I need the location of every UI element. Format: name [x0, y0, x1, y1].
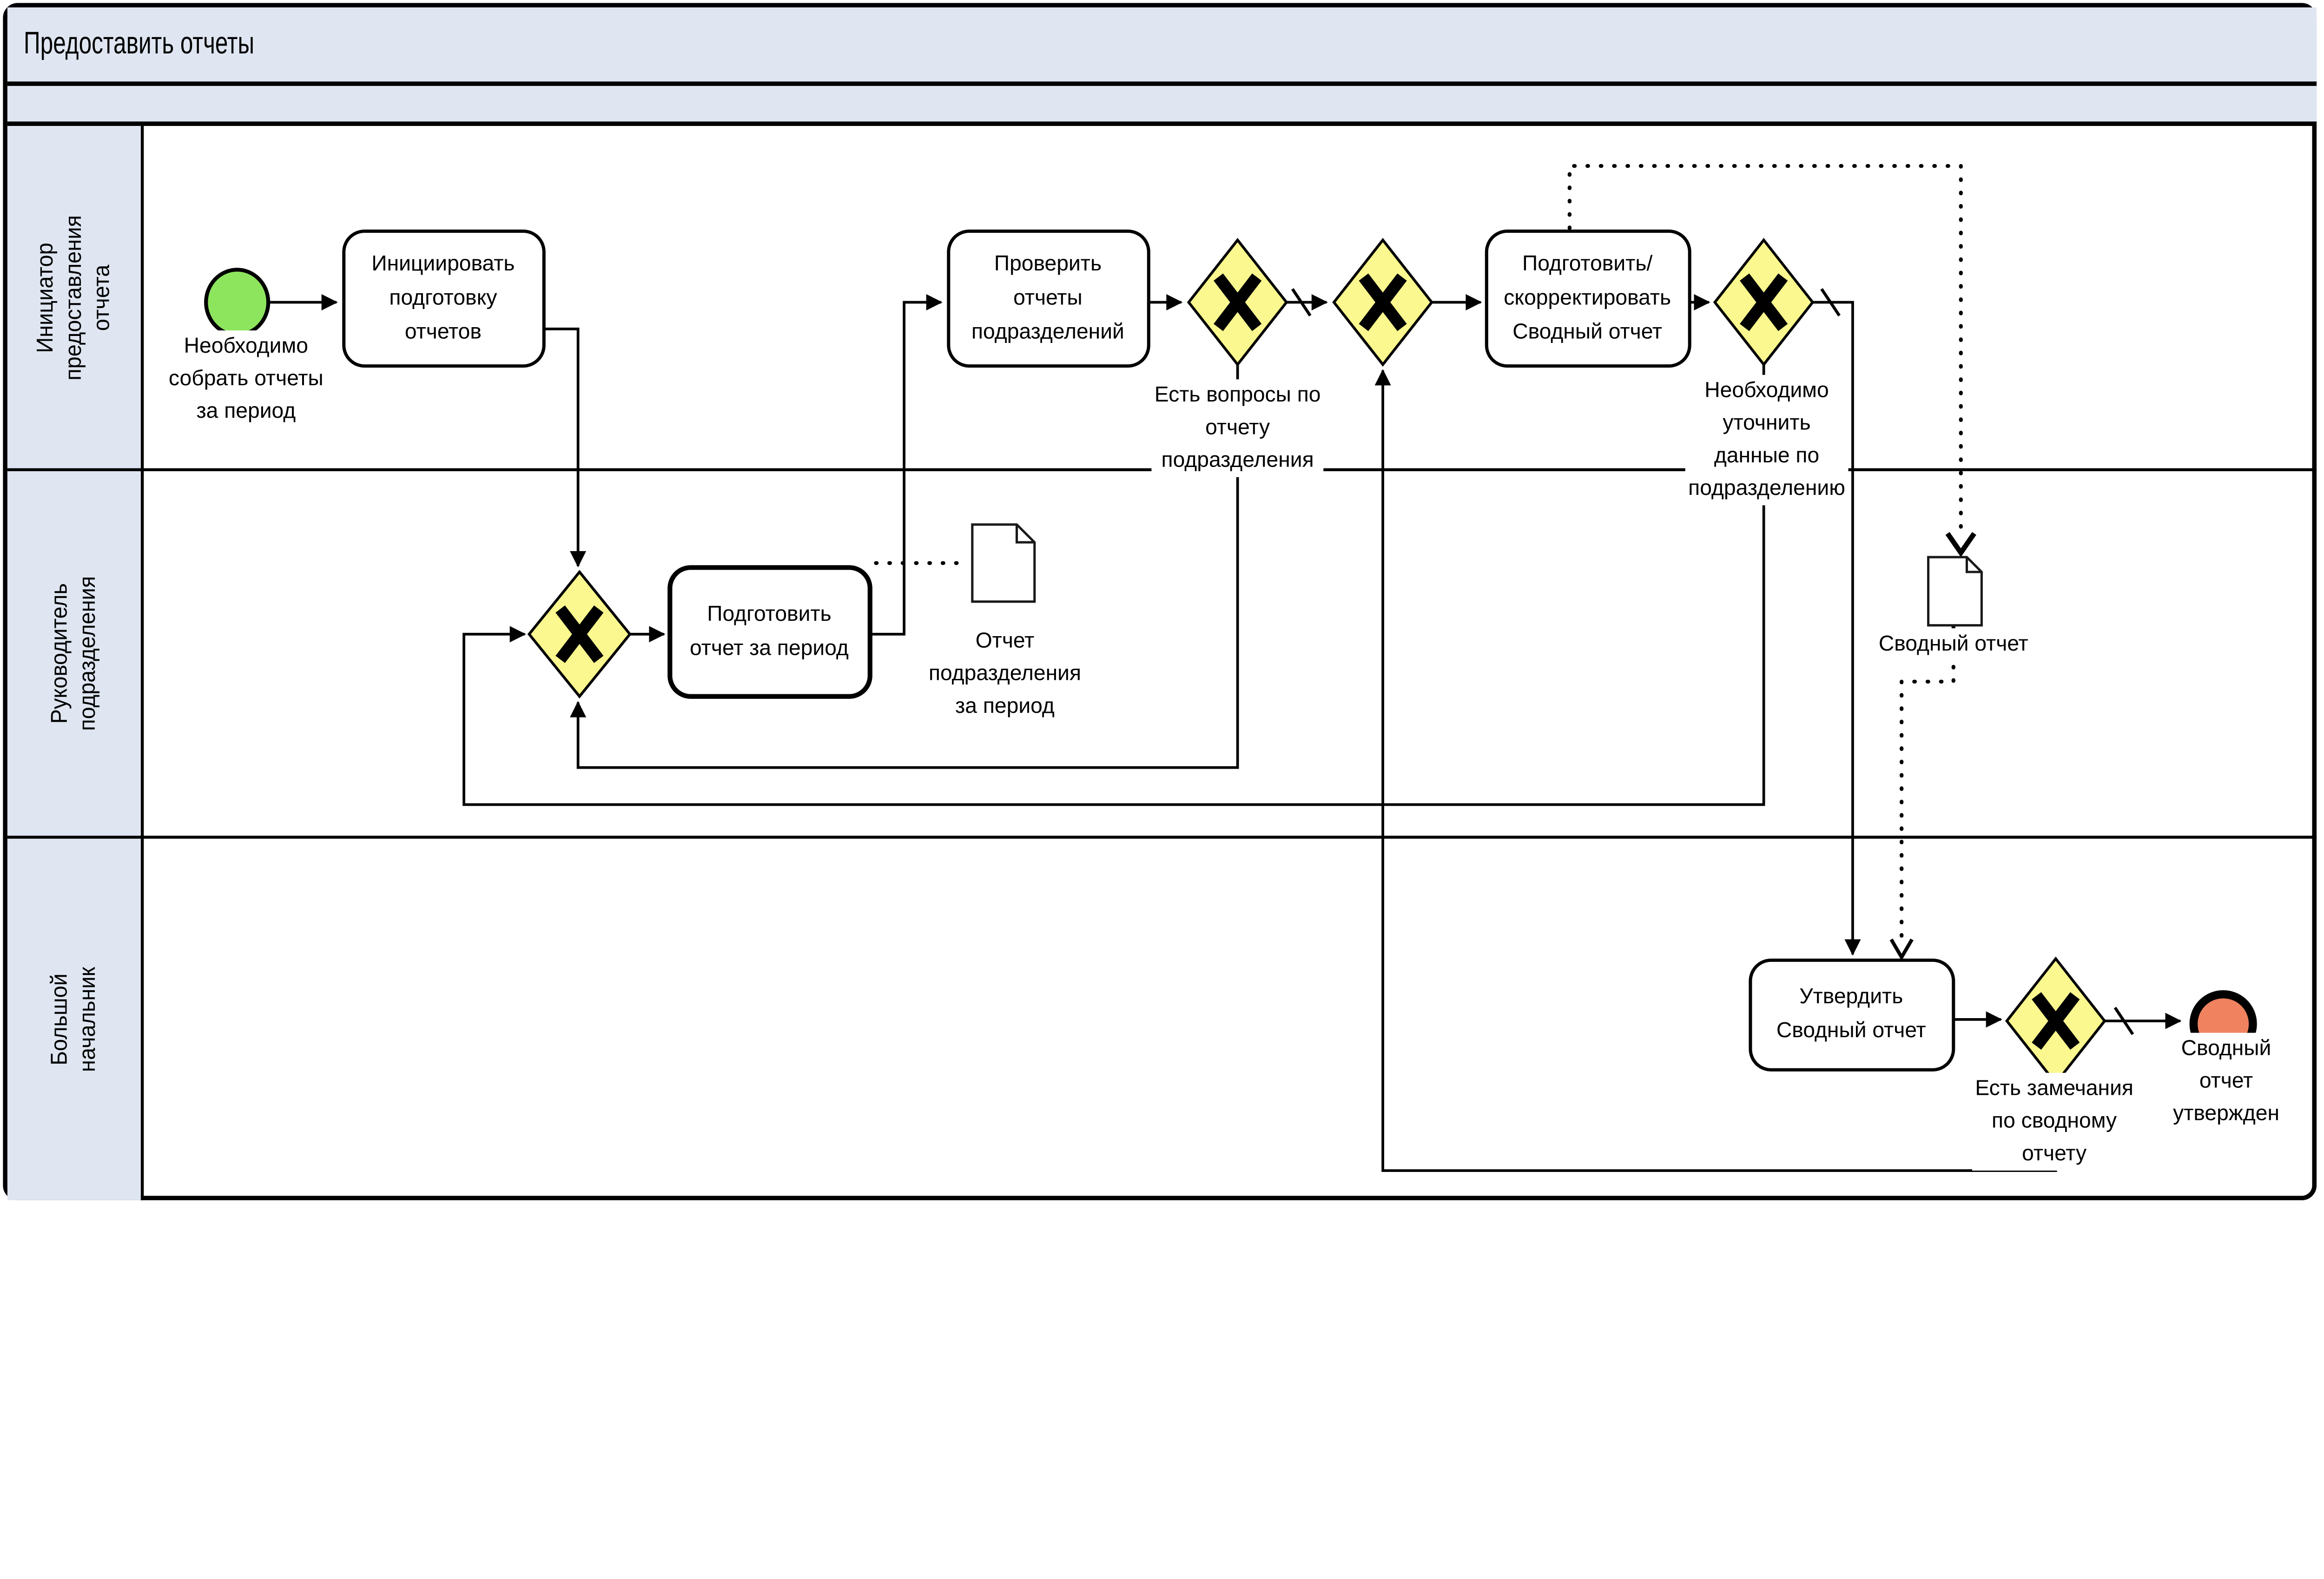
task-approve[interactable] — [1749, 958, 1955, 1072]
task-prepare-period-label: Подготовить отчет за период — [690, 603, 849, 661]
document-summary-report-label: Сводный отчет — [1875, 628, 2032, 661]
default-flow-slash-icon — [2113, 1007, 2134, 1035]
start-event[interactable] — [204, 268, 271, 337]
flow-initiate-to-merge-dept[interactable] — [544, 328, 587, 568]
default-flow-slash-icon — [1291, 288, 1312, 316]
document-dept-report[interactable] — [971, 523, 1036, 603]
process-header-band — [7, 86, 2317, 126]
association-arrowhead-icon — [1889, 938, 1914, 961]
flow-questions-yes-to-merge-dept[interactable] — [570, 364, 1239, 769]
diagram-title: Предоставить отчеты — [24, 26, 255, 61]
document-fold-icon — [1015, 524, 1035, 544]
diagram-title-bar: Предоставить отчеты — [7, 7, 2317, 86]
gateway-questions-label: Есть вопросы по отчету подразделения — [1151, 379, 1324, 477]
association-arrowhead-icon — [1945, 532, 1976, 557]
bpmn-diagram: Предоставить отчеты Инициатор предоставл… — [3, 3, 2317, 1200]
document-fold-icon — [1965, 557, 1982, 573]
task-prepare-summary-label: Подготовить/ скорректировать Сводный отч… — [1504, 252, 1671, 345]
flow-prepare-period-to-check[interactable] — [870, 294, 943, 636]
diagram-canvas — [204, 164, 2257, 1172]
lane-header-department-head: Руководитель подразделения — [7, 469, 141, 837]
task-check-label: Проверить отчеты подразделений — [971, 252, 1124, 345]
task-initiate[interactable] — [342, 229, 546, 368]
lane-divider-2 — [7, 836, 2317, 839]
xor-marker-icon — [555, 605, 604, 663]
xor-marker-icon — [1214, 273, 1262, 331]
task-approve-label: Утвердить Сводный отчет — [1776, 985, 1926, 1043]
flow-clarify-no-to-approve[interactable] — [1812, 301, 1861, 956]
flow-clarify-yes-to-merge-dept[interactable] — [462, 364, 1765, 806]
task-prepare-summary[interactable] — [1485, 229, 1691, 368]
document-summary-report[interactable] — [1927, 556, 1983, 627]
default-flow-slash-icon — [1820, 288, 1841, 316]
lane-header-separator — [140, 126, 144, 1200]
lane-header-big-boss: Большой начальник — [7, 837, 141, 1200]
lane-header-initiator: Инициатор предоставления отчета — [7, 126, 141, 470]
start-event-label: Необходимо собрать отчеты за период — [165, 330, 327, 428]
xor-marker-icon — [1359, 273, 1407, 331]
task-initiate-label: Инициировать подготовку отчетов — [371, 252, 515, 345]
gateway-remarks-label: Есть замечания по сводному отчету — [1972, 1072, 2137, 1171]
association-summary-report-to-approve[interactable] — [1900, 625, 1955, 947]
document-dept-report-label: Отчет подразделения за период — [925, 625, 1084, 724]
xor-marker-icon — [2032, 992, 2080, 1050]
gateway-clarify-label: Необходимо уточнить данные по подразделе… — [1685, 375, 1849, 506]
task-prepare-period[interactable] — [667, 565, 872, 699]
xor-marker-icon — [1740, 273, 1788, 331]
task-check[interactable] — [947, 229, 1150, 368]
end-event-label: Сводный отчет утвержден — [2170, 1033, 2283, 1131]
